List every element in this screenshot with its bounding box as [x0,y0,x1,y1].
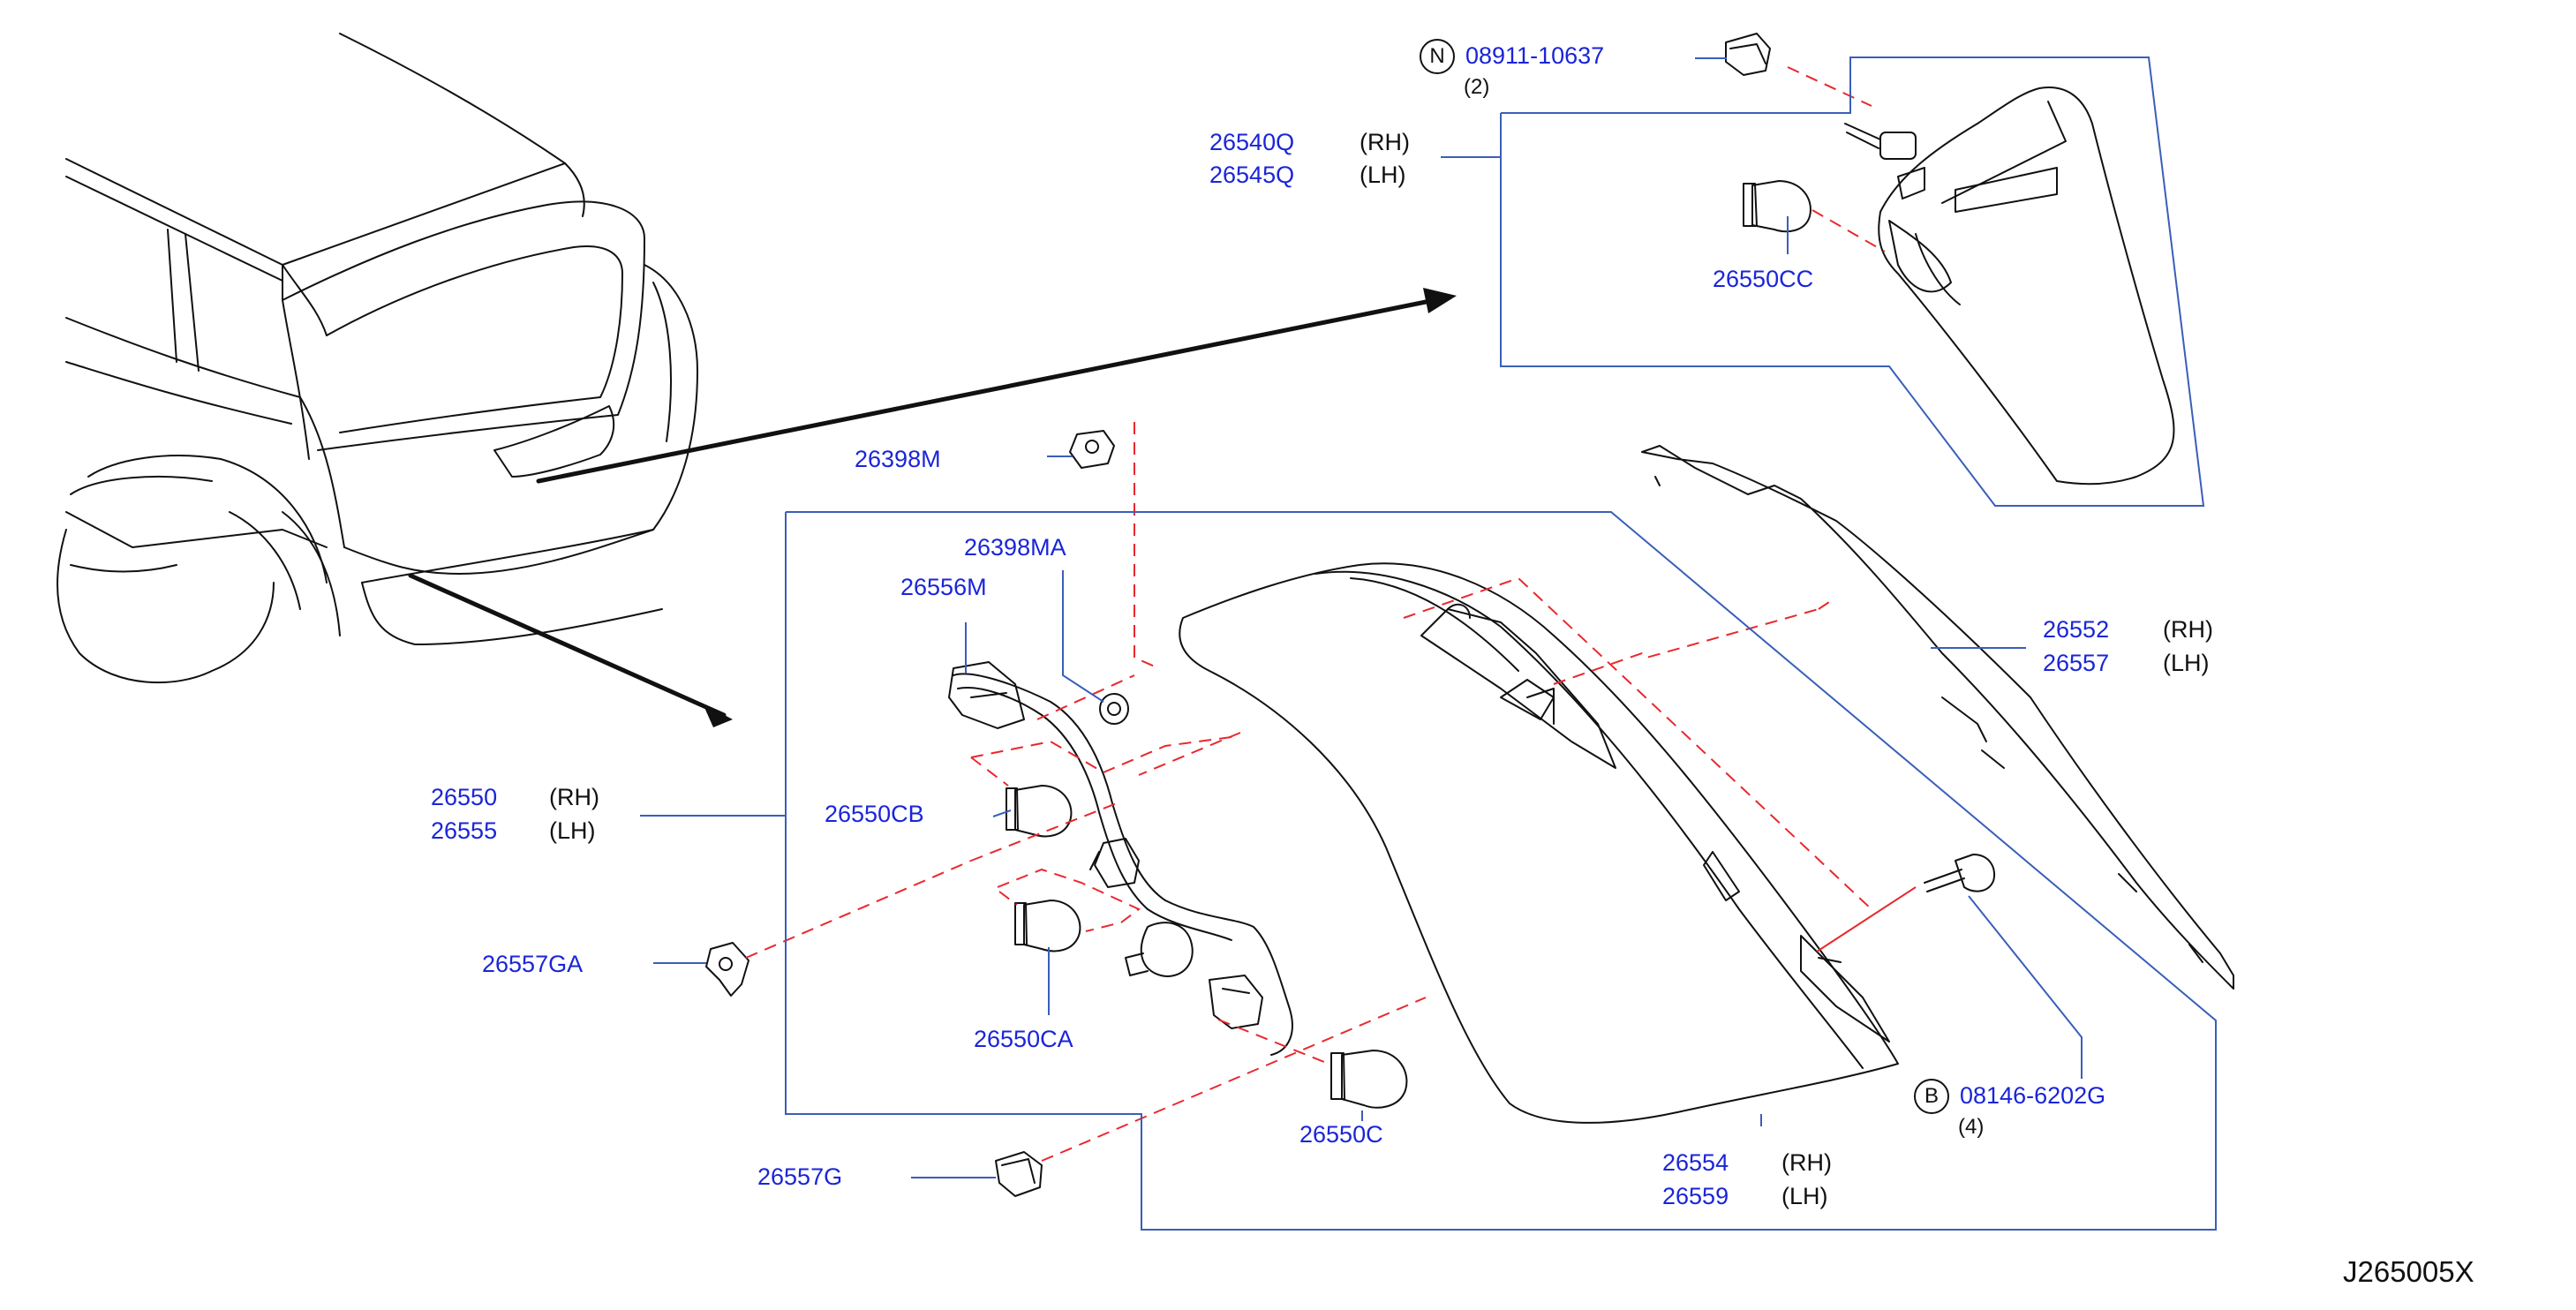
side-housing-rh: (RH) [1781,1149,1832,1176]
side-upper-lamp-lh: (LH) [1360,162,1406,188]
nut-symbol: N [1420,39,1455,74]
part-number-nut-ga[interactable]: 26557GA [482,951,584,977]
part-number-nut-g[interactable]: 26557G [757,1163,843,1190]
side-housing-lh: (LH) [1781,1183,1828,1209]
part-number-bolt[interactable]: 08146-6202G [1960,1082,2106,1109]
part-number-gasket-lh[interactable]: 26557 [2043,650,2110,676]
main-lamp-drawing [1179,562,1899,1124]
part-number-gasket-rh[interactable]: 26552 [2043,616,2110,643]
part-number-bulb-cb[interactable]: 26550CB [825,801,924,827]
gasket-drawing [1641,445,2234,990]
pointer-arrows [408,297,1437,718]
side-lamp-rh: (RH) [549,784,599,810]
upper-lamp-drawing [1725,33,2175,486]
part-number-housing-lh[interactable]: 26559 [1662,1183,1729,1209]
part-number-upper-bulb[interactable]: 26550CC [1713,266,1814,292]
side-gasket-lh: (LH) [2163,650,2210,676]
part-number-upper-nut[interactable]: 08911-10637 [1465,42,1605,69]
diagram-code: J265005X [2343,1255,2474,1288]
bolt-symbol: B [1914,1079,1949,1114]
part-number-bulb-c[interactable]: 26550C [1299,1121,1383,1148]
part-number-grommet[interactable]: 26398MA [964,534,1066,561]
part-number-holder-plug[interactable]: 26398M [855,446,941,472]
part-number-lamp-lh[interactable]: 26555 [431,817,498,844]
callout-lines [640,56,2217,1231]
part-number-lamp-rh[interactable]: 26550 [431,784,498,810]
part-number-harness[interactable]: 26556M [900,574,987,600]
solid-red-line [1816,886,1917,952]
qty-upper-nut: (2) [1464,75,1490,99]
harness-drawing [705,430,1995,1197]
side-lamp-lh: (LH) [549,817,596,844]
part-number-upper-lamp-lh[interactable]: 26545Q [1209,162,1295,188]
vehicle-rear-view [56,33,698,684]
part-number-upper-lamp-rh[interactable]: 26540Q [1209,129,1295,155]
dashed-leader-lines [745,66,1886,1162]
part-number-bulb-ca[interactable]: 26550CA [974,1026,1073,1052]
qty-bolt: (4) [1958,1115,1985,1139]
part-number-housing-rh[interactable]: 26554 [1662,1149,1729,1176]
side-gasket-rh: (RH) [2163,616,2213,643]
side-upper-lamp-rh: (RH) [1360,129,1410,155]
